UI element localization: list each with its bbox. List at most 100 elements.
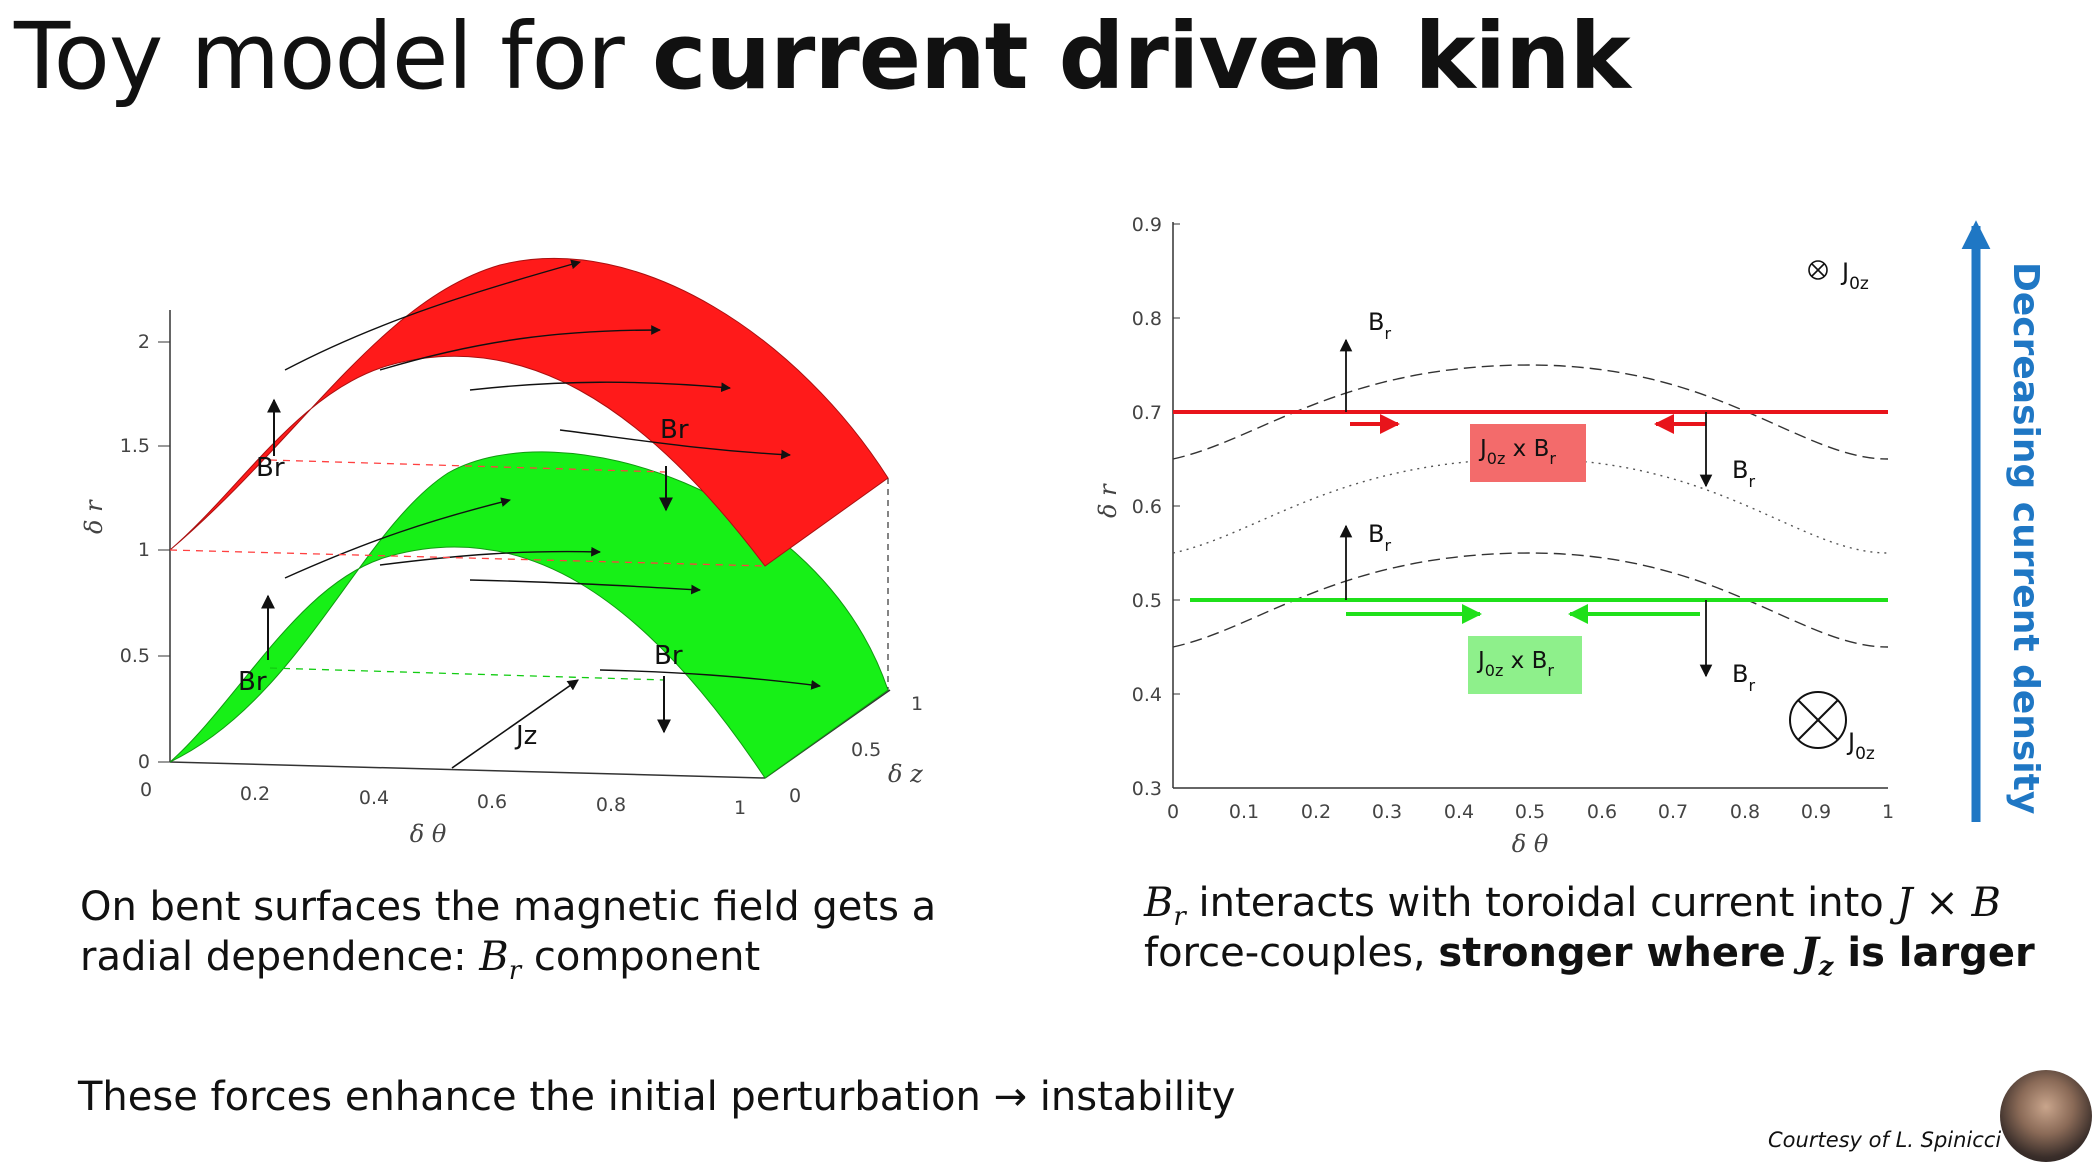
lower-mid-dashed [269, 667, 666, 681]
br-label: Br [1732, 660, 1755, 695]
left-x-tick: 0.4 [359, 787, 389, 809]
right-x-tick: 0 [1167, 801, 1179, 823]
br-label: Br [1732, 456, 1755, 491]
red-force-box [1470, 424, 1586, 482]
right-y-tick: 0.9 [1132, 214, 1162, 236]
lower-field-lines [284, 497, 821, 690]
upper-perturbed-surface [1172, 364, 1889, 460]
right-x-tick: 0.6 [1587, 801, 1617, 823]
lower-surface [169, 451, 889, 779]
right-y-tick: 0.8 [1132, 308, 1162, 330]
courtesy-credit: Courtesy of L. Spinicci [1768, 1128, 2002, 1152]
right-y-tick: 0.5 [1132, 590, 1162, 612]
right-y-ticks: 0.3 0.4 0.5 0.6 0.7 0.8 0.9 [1132, 214, 1180, 800]
left-z-tick: 1 [911, 693, 923, 715]
left-x-tick: 0.6 [477, 791, 507, 813]
left-x-tick: 0 [140, 779, 152, 801]
br-label: Br [256, 453, 285, 483]
green-force-label: J0z x Br [1476, 648, 1554, 680]
caption-left-text: radial dependence: [80, 934, 480, 980]
right-x-tick: 0.4 [1444, 801, 1474, 823]
right-y-tick: 0.3 [1132, 778, 1162, 800]
green-force-box [1468, 636, 1582, 694]
caption-right-math: J × B [1896, 880, 2001, 926]
right-x-axis-label: δ θ [1512, 830, 1549, 858]
large-current-into-page-icon [1789, 691, 1847, 749]
red-force-label: J0z x Br [1478, 436, 1556, 468]
right-x-tick: 0.1 [1229, 801, 1259, 823]
left-y-ticks: 0 0.5 1 1.5 2 [120, 331, 170, 773]
left-z-axis-label: δ z [888, 760, 923, 788]
page-title: Toy model for current driven kink [14, 2, 1631, 112]
left-3d-plot: 0 0.5 1 1.5 2 δ r 0 0.2 0.4 0.6 0.8 1 δ … [80, 257, 923, 848]
left-x-tick: 1 [734, 797, 746, 819]
right-x-tick: 0.5 [1515, 801, 1545, 823]
upper-field-lines [284, 259, 791, 460]
upper-mid-dashed [269, 459, 666, 473]
left-y-axis-label: δ r [80, 499, 108, 534]
caption-right-math: B [1144, 880, 1174, 926]
right-x-tick: 0.2 [1301, 801, 1331, 823]
caption-right-bold: stronger where [1438, 930, 1800, 976]
caption-right-line1: Br interacts with toroidal current into … [1144, 878, 2001, 942]
right-2d-plot: 0.3 0.4 0.5 0.6 0.7 0.8 0.9 δ r 0 0.1 0.… [1094, 214, 1894, 858]
title-bold: current driven kink [652, 3, 1631, 110]
avatar [2000, 1070, 2092, 1162]
jz-arrow [451, 679, 579, 769]
caption-left-text: component [521, 934, 761, 980]
jz-label: Jz [514, 721, 537, 751]
br-label: Br [1368, 308, 1391, 343]
small-j0z-label: J0z [1840, 258, 1869, 294]
caption-right-sub: r [1173, 902, 1186, 932]
left-x-axis-label: δ θ [410, 820, 447, 848]
side-label: Decreasing current density [2005, 262, 2046, 815]
caption-left-math: B [479, 934, 509, 980]
left-z-ticks: 0 0.5 1 [789, 693, 923, 807]
br-label: Br [660, 415, 689, 445]
left-y-tick: 1 [138, 539, 150, 561]
caption-left-line1: On bent surfaces the magnetic field gets… [80, 884, 937, 930]
left-y-tick: 0.5 [120, 645, 150, 667]
caption-left-sub: r [508, 956, 522, 986]
title-regular: Toy model for [14, 3, 652, 110]
left-z-tick: 0.5 [851, 739, 881, 761]
lower-perturbed-surface [1172, 552, 1889, 648]
right-y-axis-label: δ r [1094, 483, 1122, 518]
caption-right-line2: force-couples, stronger where Jz is larg… [1144, 928, 2035, 992]
upper-surface [169, 257, 889, 567]
right-x-tick: 0.8 [1730, 801, 1760, 823]
left-x-axis [169, 761, 766, 779]
right-x-tick: 1 [1882, 801, 1894, 823]
right-x-tick: 0.3 [1372, 801, 1402, 823]
left-z-tick: 0 [789, 785, 801, 807]
right-y-tick: 0.7 [1132, 402, 1162, 424]
br-label: Br [238, 667, 267, 697]
large-j0z-label: J0z [1846, 728, 1875, 764]
left-y-tick: 1.5 [120, 435, 150, 457]
right-br-arrows [1339, 338, 1713, 678]
upper-base-dashed [169, 549, 766, 567]
left-x-ticks: 0 0.2 0.4 0.6 0.8 1 [140, 779, 746, 819]
caption-right-text: force-couples, [1144, 930, 1439, 976]
bottom-conclusion: These forces enhance the initial perturb… [78, 1074, 1236, 1120]
small-current-into-page-icon [1808, 260, 1828, 280]
br-label: Br [654, 641, 683, 671]
right-br-labels: Br Br Br Br [1368, 308, 1755, 695]
caption-right-math: J [1799, 929, 1819, 976]
left-x-tick: 0.8 [596, 794, 626, 816]
left-y-tick: 2 [138, 331, 150, 353]
right-x-tick: 0.9 [1801, 801, 1831, 823]
right-x-tick: 0.7 [1658, 801, 1688, 823]
br-label: Br [1368, 520, 1391, 555]
caption-right-sub: z [1818, 952, 1834, 982]
right-y-tick: 0.4 [1132, 684, 1162, 706]
caption-right-text: interacts with toroidal current into [1185, 880, 1897, 926]
right-y-tick: 0.6 [1132, 496, 1162, 518]
left-y-tick: 0 [138, 751, 150, 773]
left-br-arrows [261, 398, 673, 734]
left-br-labels: Br Br Br Br [238, 415, 689, 697]
caption-right-bold: is larger [1833, 930, 2035, 976]
left-x-tick: 0.2 [240, 783, 270, 805]
caption-left-line2: radial dependence: Br component [80, 932, 760, 996]
